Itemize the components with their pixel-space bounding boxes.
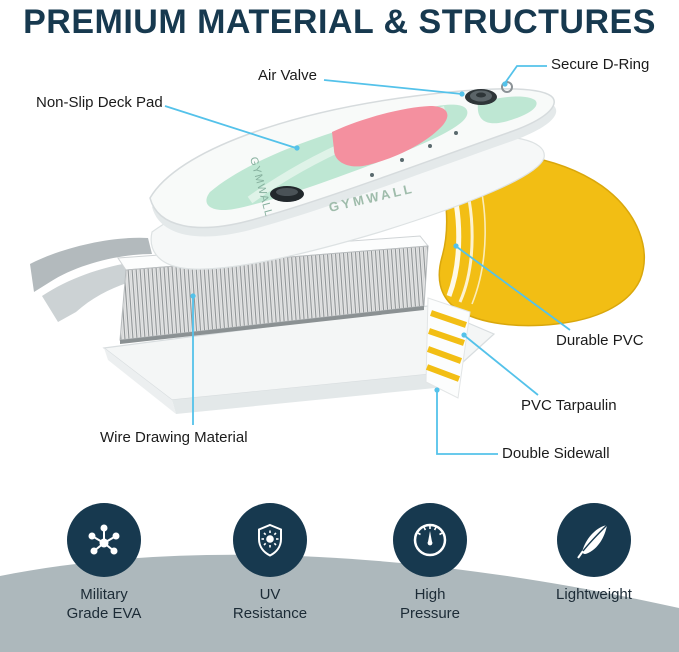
page-title: PREMIUM MATERIAL & STRUCTURES (23, 3, 656, 41)
feature-label-line: High (414, 586, 446, 603)
callout-label-wire-drawing-material: Wire Drawing Material (100, 429, 248, 446)
sidewall-callout-line (436, 391, 498, 455)
feature-label-uv-resistance: UV Resistance (200, 586, 340, 624)
tarpaulin-callout-line (464, 335, 539, 396)
deck-pad-callout-line (164, 105, 297, 149)
feature-military-grade-eva: Military Grade EVA (34, 503, 174, 624)
durable-pvc-callout-line (456, 246, 571, 331)
bottom-layer (102, 305, 496, 414)
callout-label-pvc-tarpaulin: PVC Tarpaulin (521, 397, 617, 414)
feature-label-line: UV (259, 586, 281, 603)
feature-label-line: Resistance (232, 604, 308, 622)
d-ring-callout-line (504, 65, 547, 84)
air-valve-part (465, 89, 497, 105)
military-grade-eva-badge (67, 503, 141, 577)
feature-label-line: Lightweight (556, 586, 632, 603)
feature-label-line: Military (80, 586, 128, 603)
feather-icon (577, 524, 608, 559)
feature-label-high-pressure: High Pressure (360, 586, 500, 624)
feature-uv-resistance: UV Resistance (200, 503, 340, 624)
callout-label-double-sidewall: Double Sidewall (502, 445, 610, 462)
pink-pad-section (332, 106, 448, 167)
feature-lightweight: Lightweight (524, 503, 664, 605)
air-valve-callout-line (323, 79, 463, 95)
feature-label-military-grade-eva: Military Grade EVA (34, 586, 174, 624)
pressure-gauge-icon (413, 523, 447, 557)
feature-label-line: Pressure (399, 604, 461, 622)
exploded-board-diagram: GYMWALL GYMWALL (30, 65, 645, 455)
deck-lashing-dots (370, 131, 458, 177)
feature-label-line: Grade EVA (66, 604, 142, 622)
callout-label-air-valve: Air Valve (258, 67, 317, 84)
d-ring-part (501, 81, 513, 93)
lightweight-badge (557, 503, 631, 577)
molecule-icon (88, 524, 120, 555)
callout-label-secure-d-ring: Secure D-Ring (551, 56, 650, 73)
tarpaulin-tail (425, 297, 471, 399)
callout-dots (190, 81, 508, 393)
callout-lines (164, 65, 571, 455)
feature-high-pressure: High Pressure (360, 503, 500, 624)
carry-handle (270, 186, 304, 202)
high-pressure-badge (393, 503, 467, 577)
bottom-curved-band (0, 554, 679, 652)
callout-label-non-slip-deck-pad: Non-Slip Deck Pad (36, 94, 163, 111)
uv-resistance-badge (233, 503, 307, 577)
callout-label-durable-pvc: Durable PVC (556, 332, 644, 349)
uv-shield-icon (258, 523, 282, 557)
deck-layer: GYMWALL GYMWALL (149, 81, 557, 237)
feature-label-lightweight: Lightweight (524, 586, 664, 605)
